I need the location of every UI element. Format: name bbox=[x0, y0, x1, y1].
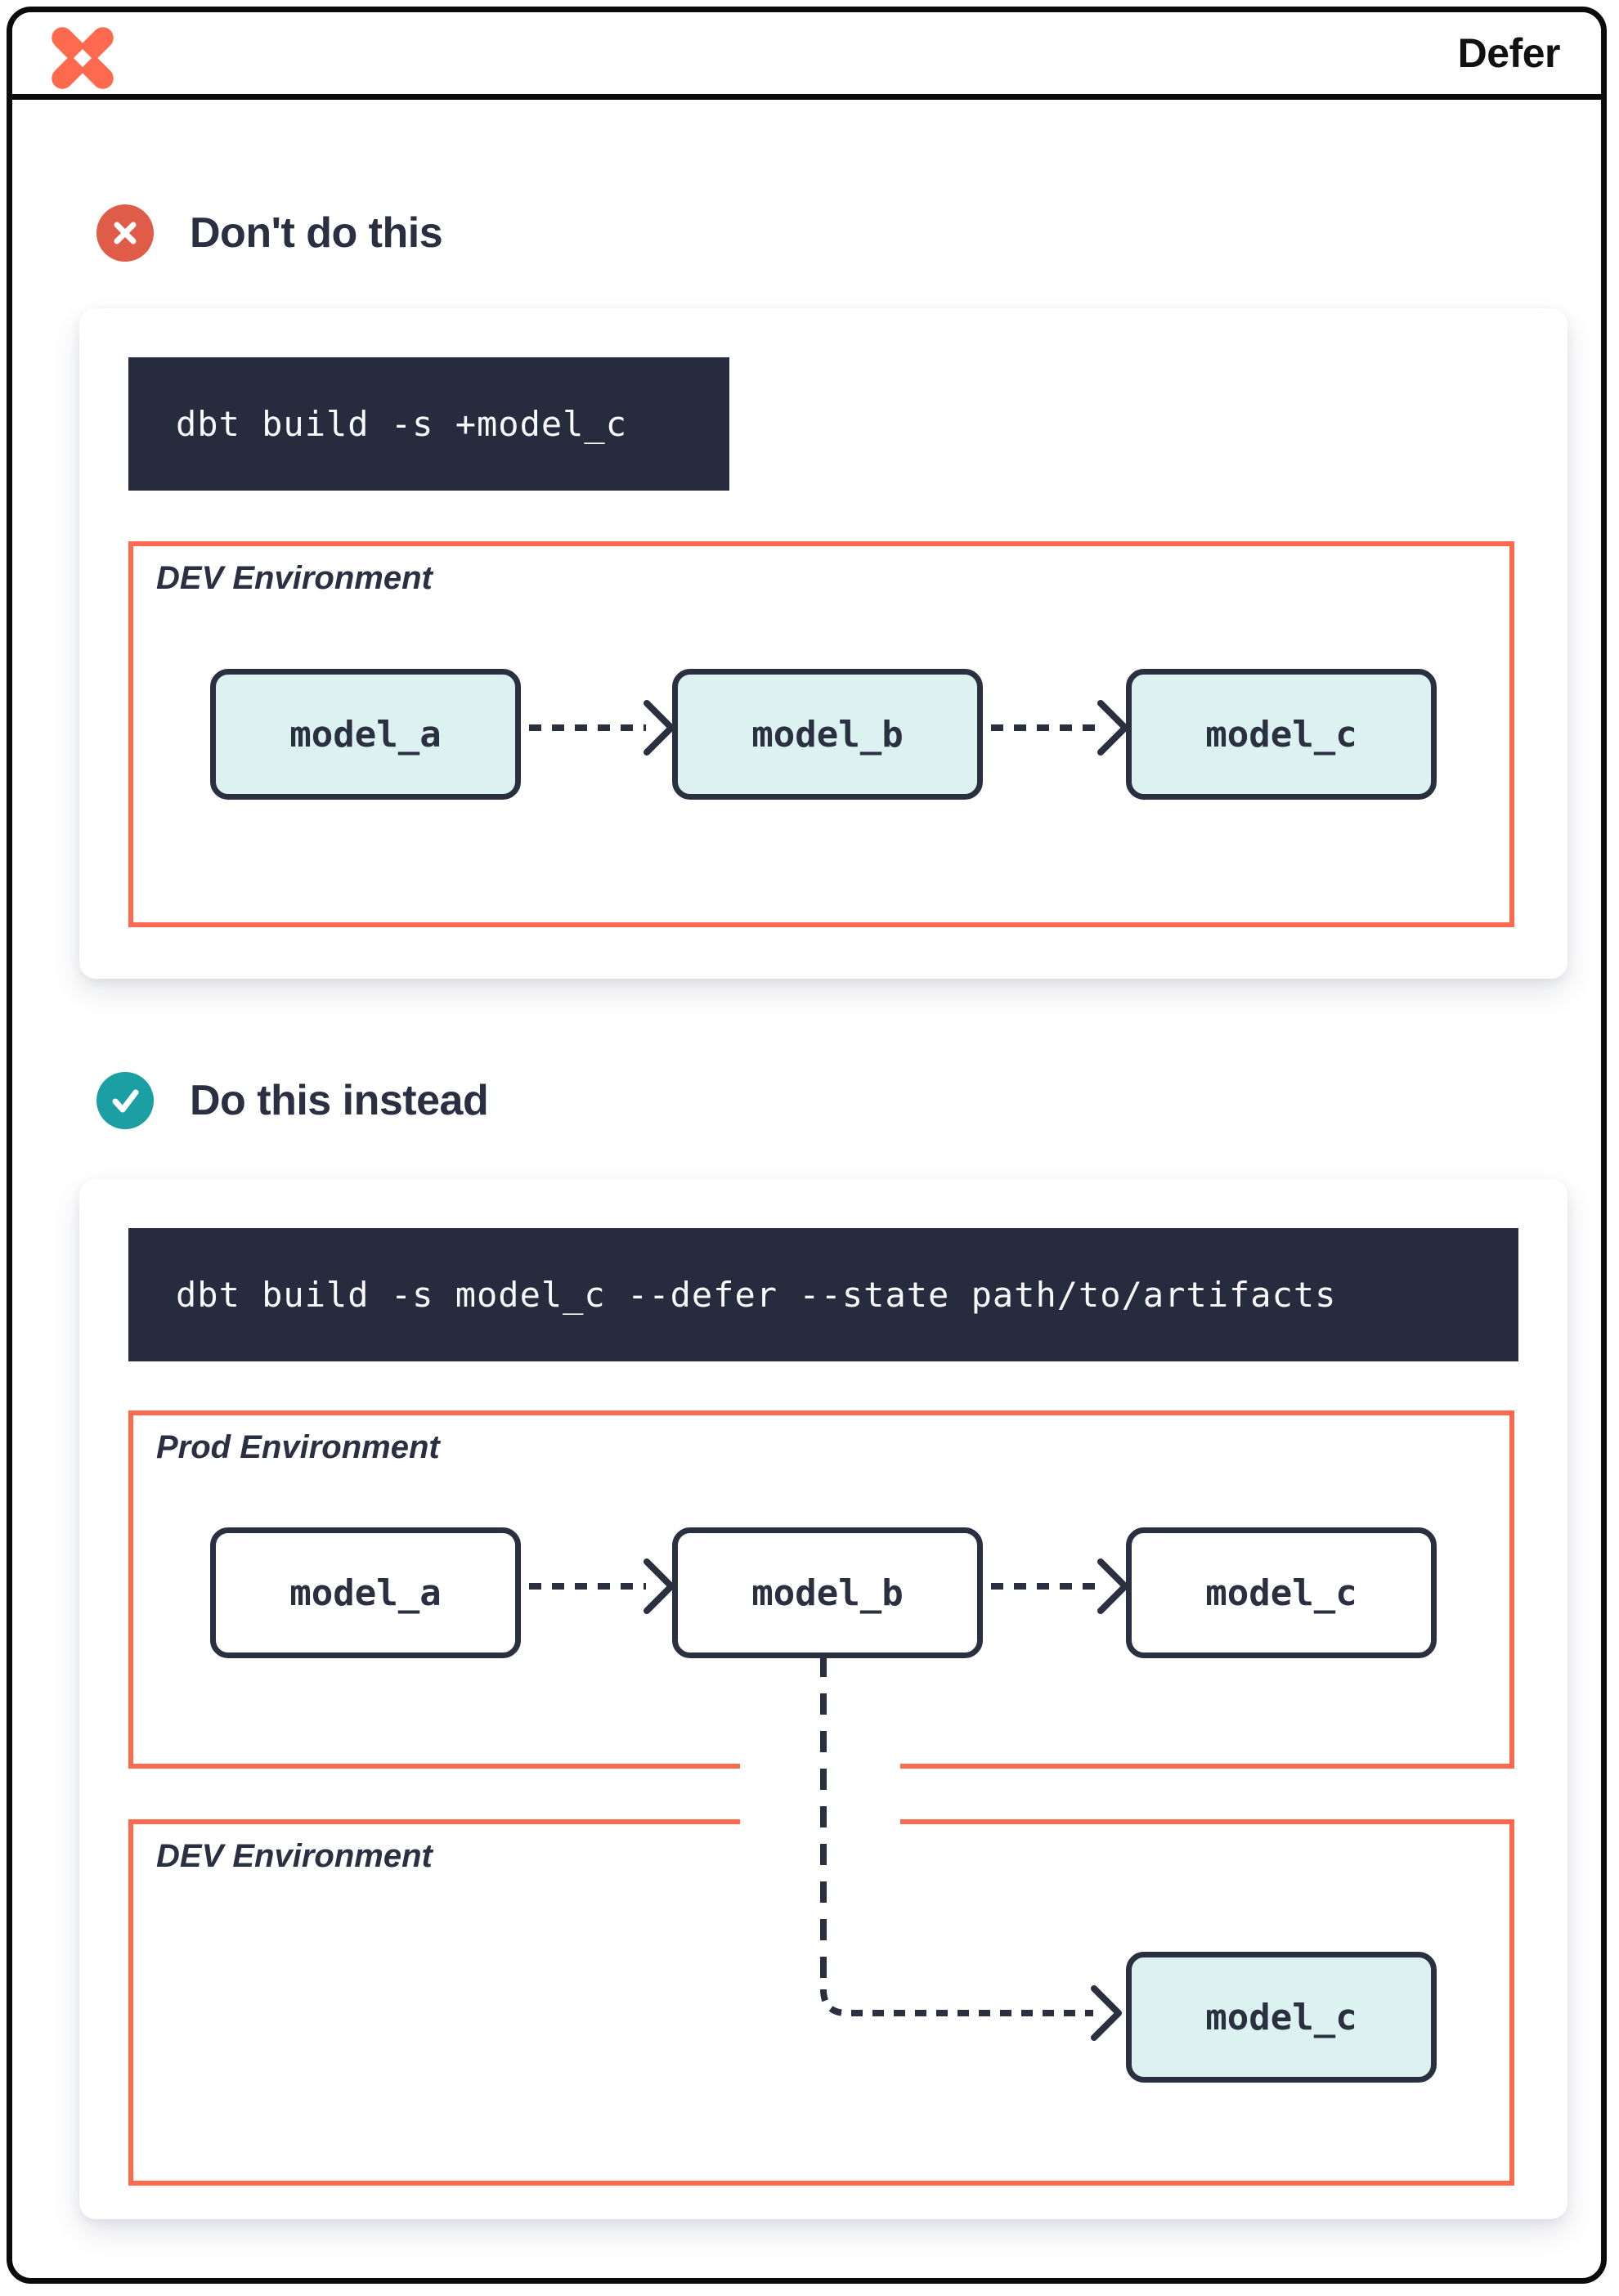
dont-heading-label: Don't do this bbox=[190, 209, 443, 257]
do-heading-label: Do this instead bbox=[190, 1077, 489, 1124]
model-b-node: model_b bbox=[672, 669, 983, 800]
prod-model-c-node: model_c bbox=[1126, 1527, 1437, 1658]
dont-card: dbt build -s +model_c DEV Environment mo… bbox=[79, 308, 1567, 979]
page-title: Defer bbox=[1457, 30, 1561, 76]
model-c-node: model_c bbox=[1126, 669, 1437, 800]
dont-dev-environment-label: DEV Environment bbox=[156, 560, 433, 596]
prod-model-b-node: model_b bbox=[672, 1527, 983, 1658]
do-card: dbt build -s model_c --defer --state pat… bbox=[79, 1179, 1567, 2219]
prod-model-a-node: model_a bbox=[210, 1527, 521, 1658]
prod-model-b-label: model_b bbox=[751, 1572, 904, 1614]
do-dev-environment-label: DEV Environment bbox=[156, 1838, 433, 1874]
model-c-label: model_c bbox=[1205, 713, 1357, 756]
dont-dev-environment-box bbox=[128, 541, 1514, 927]
model-a-node: model_a bbox=[210, 669, 521, 800]
dont-section-heading: Don't do this bbox=[96, 204, 443, 262]
dev-model-c-label: model_c bbox=[1205, 1996, 1357, 2038]
prod-border-gap bbox=[740, 1757, 900, 1774]
x-circle-icon bbox=[96, 204, 154, 262]
check-circle-icon bbox=[96, 1072, 154, 1129]
model-b-label: model_b bbox=[751, 713, 904, 756]
do-command-block: dbt build -s model_c --defer --state pat… bbox=[128, 1228, 1518, 1361]
model-a-label: model_a bbox=[289, 713, 442, 756]
dev-border-gap bbox=[740, 1814, 900, 1831]
dont-command-block: dbt build -s +model_c bbox=[128, 357, 729, 491]
dev-model-c-node: model_c bbox=[1126, 1952, 1437, 2083]
prod-environment-label: Prod Environment bbox=[156, 1429, 440, 1465]
dbt-logo-icon bbox=[52, 27, 114, 89]
prod-model-c-label: model_c bbox=[1205, 1572, 1357, 1614]
prod-model-a-label: model_a bbox=[289, 1572, 442, 1614]
header: Defer bbox=[12, 12, 1601, 100]
app-window: Defer Don't do this dbt build -s +model_… bbox=[7, 7, 1607, 2284]
do-section-heading: Do this instead bbox=[96, 1072, 489, 1129]
